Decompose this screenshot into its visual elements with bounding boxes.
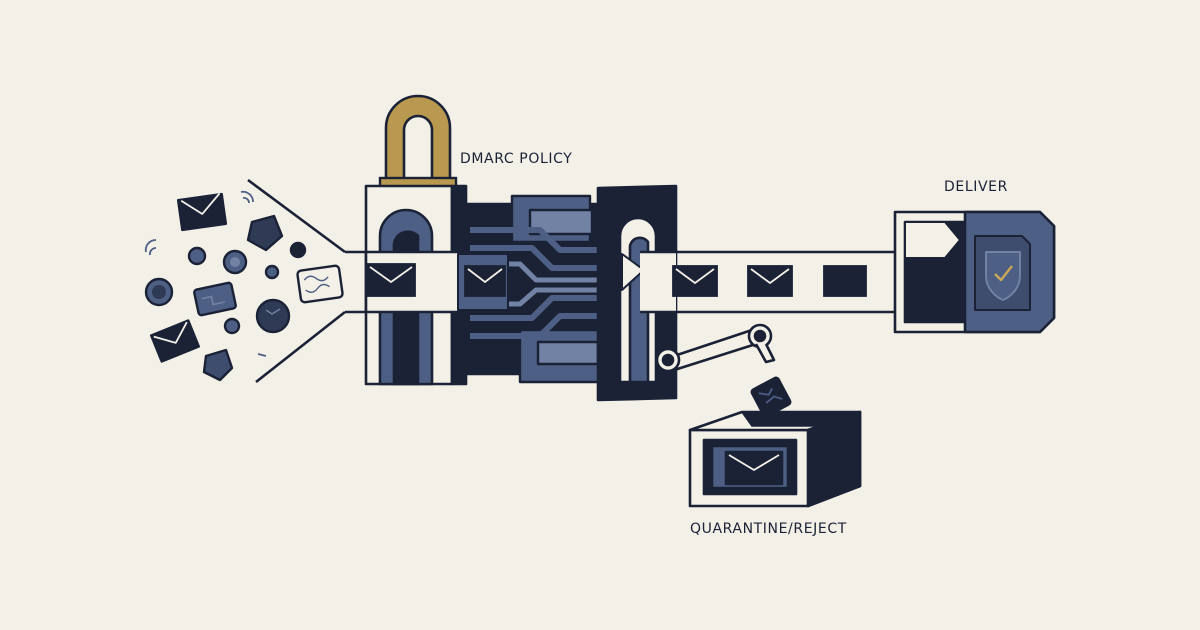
intake-funnel (247, 178, 368, 384)
dot (264, 264, 280, 280)
ring-dot-inner (152, 285, 166, 299)
padlock-icon (378, 94, 458, 190)
envelope-icon (176, 192, 228, 232)
circuit-chip (193, 281, 237, 317)
envelope-icon (366, 263, 416, 297)
envelope-icon (747, 265, 793, 297)
ring-dot-inner (230, 257, 240, 267)
dot (223, 317, 241, 335)
quarantine-label: QUARANTINE/REJECT (690, 521, 847, 537)
envelope-icon (672, 265, 718, 297)
hexagon-shard (246, 214, 284, 252)
dot (255, 298, 291, 334)
quarantine-bin (688, 410, 862, 508)
envelope-icon (823, 265, 867, 297)
signal-arc (144, 239, 157, 256)
robotic-arm-icon (655, 323, 776, 374)
noise-card (296, 264, 344, 304)
incoming-mail-cloud (144, 190, 344, 382)
delivery-vault (893, 210, 1056, 334)
hexagon-shard (202, 348, 234, 382)
dot (187, 246, 207, 266)
envelope-icon (150, 319, 200, 363)
envelope-icon (464, 265, 506, 297)
deliver-label: DELIVER (944, 179, 1008, 195)
envelope-icon (724, 450, 784, 486)
filter-gate (596, 184, 678, 402)
signal-arc (240, 190, 254, 204)
shield-check-icon (985, 251, 1021, 301)
dot (289, 241, 307, 259)
policy-label: DMARC POLICY (460, 151, 573, 167)
rejected-item (750, 376, 792, 418)
